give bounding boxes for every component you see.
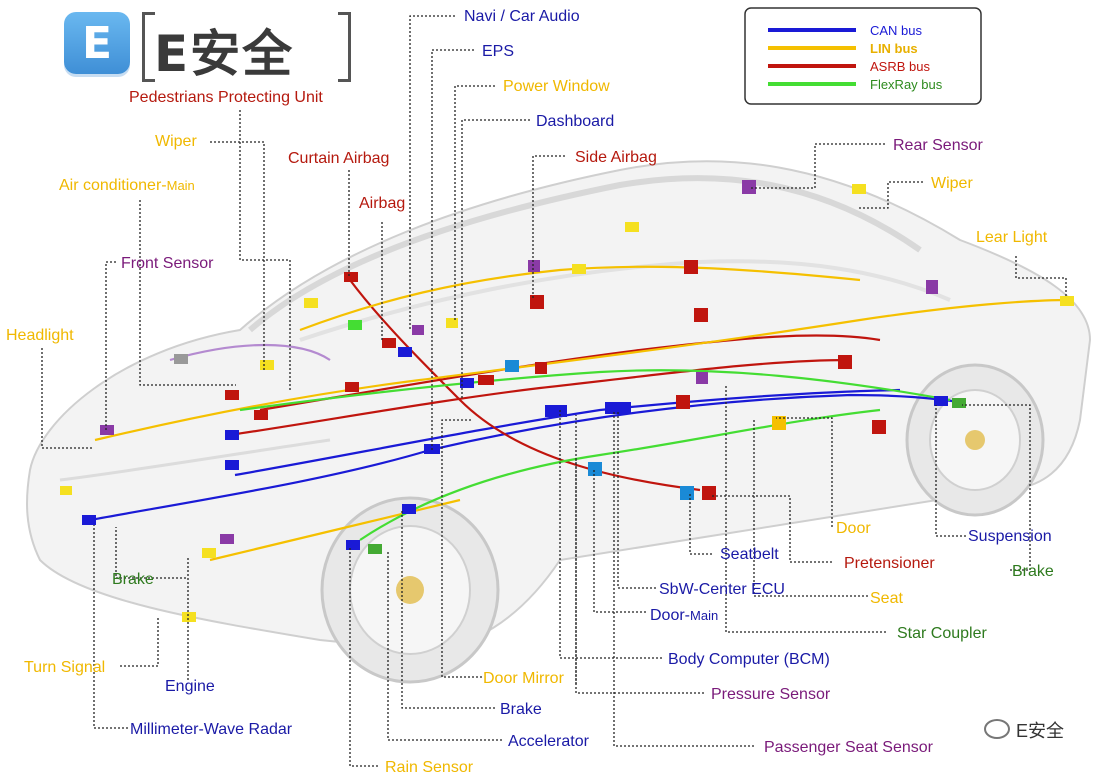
- label-air-conditioner-sub: Main: [167, 178, 195, 193]
- label-accelerator: Accelerator: [508, 733, 590, 750]
- label-rain-sensor: Rain Sensor: [385, 759, 474, 776]
- label-brake-right: Brake: [1012, 563, 1054, 580]
- rear-wheel: [907, 365, 1043, 515]
- label-navi-car-audio: Navi / Car Audio: [464, 8, 580, 25]
- front-wheel: [322, 498, 498, 682]
- label-turn-signal: Turn Signal: [24, 659, 105, 676]
- label-wiper-front: Wiper: [155, 133, 197, 150]
- label-passenger-seat-sensor: Passenger Seat Sensor: [764, 739, 934, 756]
- label-seat: Seat: [870, 590, 903, 607]
- label-power-window: Power Window: [503, 78, 610, 95]
- legend-box: [745, 8, 981, 104]
- label-star-coupler: Star Coupler: [897, 625, 987, 642]
- label-pedestrians-protecting-unit: Pedestrians Protecting Unit: [129, 89, 323, 106]
- label-sbw-center-ecu: SbW-Center ECU: [659, 581, 785, 598]
- legend: CAN bus LIN bus ASRB bus FlexRay bus: [745, 8, 981, 104]
- label-lear-light: Lear Light: [976, 229, 1048, 246]
- label-door: Door: [836, 520, 871, 537]
- label-dashboard: Dashboard: [536, 113, 614, 130]
- label-curtain-airbag: Curtain Airbag: [288, 150, 389, 167]
- label-body-computer-bcm: Body Computer (BCM): [668, 651, 830, 668]
- label-millimeter-wave-radar: Millimeter-Wave Radar: [130, 721, 293, 738]
- label-pressure-sensor: Pressure Sensor: [711, 686, 831, 703]
- label-side-airbag: Side Airbag: [575, 149, 657, 166]
- watermark: E安全: [984, 717, 1064, 743]
- label-front-sensor: Front Sensor: [121, 255, 214, 272]
- wechat-icon: [984, 719, 1010, 739]
- label-brake-bottom: Brake: [500, 701, 542, 718]
- label-door-main-prefix: Door-: [650, 607, 690, 624]
- label-brake-left: Brake: [112, 571, 154, 588]
- label-eps: EPS: [482, 43, 514, 60]
- label-seatbelt: Seatbelt: [720, 546, 779, 563]
- label-headlight: Headlight: [6, 327, 74, 344]
- label-pretensioner: Pretensioner: [844, 555, 935, 572]
- label-engine: Engine: [165, 678, 215, 695]
- legend-label-lin: LIN bus: [870, 41, 918, 56]
- legend-label-asrb: ASRB bus: [870, 59, 930, 74]
- label-suspension: Suspension: [968, 528, 1052, 545]
- label-door-main: Door-Main: [650, 607, 718, 624]
- watermark-text: E安全: [1016, 721, 1064, 741]
- label-air-conditioner: Air conditioner-: [59, 177, 167, 194]
- label-door-main-sub: Main: [690, 608, 718, 623]
- label-air-conditioner-main: Air conditioner-Main: [59, 177, 195, 194]
- legend-label-flexray: FlexRay bus: [870, 77, 943, 92]
- label-door-mirror: Door Mirror: [483, 670, 565, 687]
- label-airbag: Airbag: [359, 195, 405, 212]
- label-rear-sensor: Rear Sensor: [893, 137, 983, 154]
- car-illustration: [27, 161, 1090, 682]
- legend-label-can: CAN bus: [870, 23, 923, 38]
- label-wiper-rear: Wiper: [931, 175, 973, 192]
